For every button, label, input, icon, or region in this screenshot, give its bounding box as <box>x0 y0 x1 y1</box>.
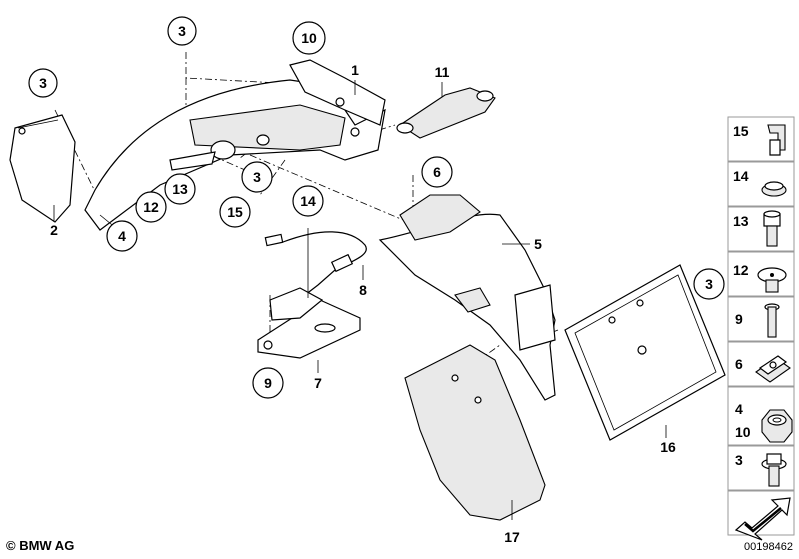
callout-11: 11 <box>435 64 450 80</box>
legend-item-14: 14 <box>727 161 795 207</box>
socket-screw-icon <box>763 210 781 247</box>
flange-screw-icon <box>761 453 787 487</box>
callouts: 3 10 3 6 13 3 12 15 <box>28 16 725 545</box>
callout-label: 4 <box>118 228 126 244</box>
expanding-rivet-icon <box>757 267 787 293</box>
callout-label: 3 <box>39 75 47 91</box>
callout-3-left: 3 <box>28 68 58 98</box>
legend-item-3: 3 <box>727 445 795 491</box>
legend-label-secondary: 10 <box>735 424 751 440</box>
leader-lines <box>53 80 701 520</box>
part-side-cover <box>9 114 76 223</box>
legend-item-9: 9 <box>727 296 795 342</box>
callout-label: 15 <box>227 204 243 220</box>
callout-5: 5 <box>534 236 542 252</box>
legend-label: 6 <box>735 356 743 372</box>
legend-label: 4 <box>735 401 743 417</box>
callout-1: 1 <box>351 62 359 78</box>
bolt-icon <box>764 303 780 338</box>
legend-label: 13 <box>733 213 749 229</box>
legend-label: 3 <box>735 452 743 468</box>
part-rear-frame-bracket <box>84 59 386 231</box>
part-mud-flap <box>404 344 546 521</box>
callout-label: 14 <box>300 193 316 209</box>
callout-16: 16 <box>660 439 676 455</box>
callout-6: 6 <box>421 156 453 188</box>
copyright-text: © BMW AG <box>6 538 75 553</box>
callout-label: 3 <box>253 169 261 185</box>
legend-item-12: 12 <box>727 251 795 297</box>
legend-label: 9 <box>735 311 743 327</box>
spring-nut-icon <box>755 355 791 383</box>
legend-label: 14 <box>733 168 749 184</box>
callout-4: 4 <box>106 220 138 252</box>
legend-label: 15 <box>733 123 749 139</box>
part-mudguard-carrier <box>378 194 556 401</box>
callout-17: 17 <box>504 529 520 545</box>
clip-icon <box>767 124 786 156</box>
callout-label: 12 <box>143 199 159 215</box>
part-bracket-plate <box>257 287 361 359</box>
callout-7: 7 <box>314 375 322 391</box>
callout-13: 13 <box>164 173 196 205</box>
callout-15: 15 <box>219 196 251 228</box>
legend-arrow-box <box>727 490 795 541</box>
legend-item-13: 13 <box>727 206 795 252</box>
callout-3-right: 3 <box>693 268 725 300</box>
direction-arrow-icon <box>734 497 791 541</box>
fastener-legend: 15 14 13 12 <box>727 116 795 541</box>
part-small-cover <box>396 87 496 139</box>
callout-12: 12 <box>135 191 167 223</box>
callout-label: 13 <box>172 181 188 197</box>
callout-3-top: 3 <box>167 16 197 46</box>
drawing-id: 00198462 <box>744 541 793 553</box>
callout-label: 9 <box>264 375 272 391</box>
legend-label: 12 <box>733 262 749 278</box>
callout-10: 10 <box>292 21 326 55</box>
callout-label: 6 <box>433 164 441 180</box>
grommet-icon <box>761 181 787 197</box>
callout-label: 10 <box>301 30 317 46</box>
callout-2: 2 <box>50 222 58 238</box>
callout-14: 14 <box>292 185 324 217</box>
callout-9: 9 <box>252 367 284 399</box>
callout-3-mid: 3 <box>241 161 273 193</box>
callout-label: 3 <box>705 276 713 292</box>
legend-item-6: 6 <box>727 341 795 387</box>
part-licence-plate-carrier <box>564 264 726 441</box>
callout-label: 3 <box>178 23 186 39</box>
legend-item-15: 15 <box>727 116 795 162</box>
callout-8: 8 <box>359 282 367 298</box>
hex-nut-icon <box>761 409 793 443</box>
part-cable <box>264 231 367 296</box>
legend-item-4-10: 4 10 <box>727 386 795 446</box>
